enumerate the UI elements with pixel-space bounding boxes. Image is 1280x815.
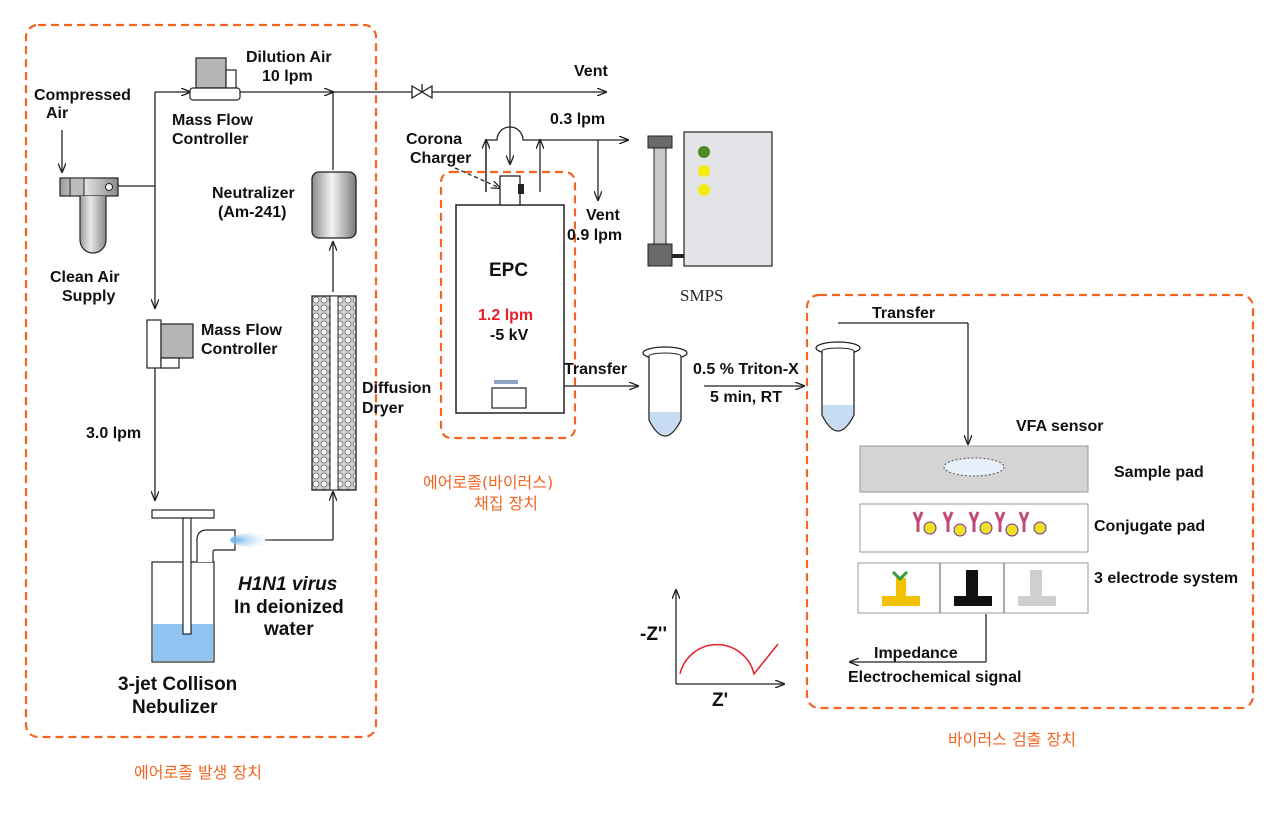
- sample-tube-2-icon: [815, 341, 861, 432]
- group-title-detection: 바이러스 검출 장치: [948, 730, 1076, 749]
- virus-label: H1N1 virus In deionized water: [234, 574, 349, 640]
- epc-device: [455, 175, 565, 414]
- nyquist-plot: [676, 590, 784, 684]
- vent-mid-label: Vent: [586, 207, 620, 224]
- epc-flow-label: 1.2 lpm: [478, 307, 533, 324]
- compressed-air-label: Compressed Air: [34, 87, 135, 122]
- neutralizer-icon: [311, 171, 357, 239]
- transfer-2-label: Transfer: [872, 305, 935, 322]
- smps-label: SMPS: [680, 286, 723, 305]
- nebulizer-icon: [151, 509, 274, 663]
- status-led-green: [698, 146, 710, 158]
- clean-air-label: Clean Air Supply: [50, 269, 124, 305]
- sample-tube-1-icon: [642, 346, 688, 437]
- epc-voltage-label: -5 kV: [490, 327, 529, 344]
- group-title-generation: 에어로졸 발생 장치: [134, 763, 262, 782]
- axis-x-label: Z': [712, 690, 728, 711]
- neutralizer-label: Neutralizer (Am-241): [212, 185, 299, 221]
- impedance-label: Impedance: [874, 645, 958, 662]
- diffusion-dryer-label: Diffusion Dryer: [362, 380, 436, 417]
- diffusion-dryer-icon: [311, 295, 357, 491]
- axis-y-label: -Z'': [640, 624, 667, 645]
- flow-09-label: 0.9 lpm: [567, 227, 622, 244]
- smps-device: [647, 131, 773, 267]
- sample-pad-label: Sample pad: [1114, 464, 1204, 481]
- mass-flow-controller-bottom-icon: [146, 319, 194, 369]
- mass-flow-controller-top-icon: [189, 57, 241, 101]
- status-led-yellow-1: [698, 165, 710, 177]
- group-box-sampling: [439, 170, 577, 440]
- electrode-system-label: 3 electrode system: [1094, 570, 1238, 587]
- group-box-generation: [24, 23, 378, 739]
- mfc-bottom-label: Mass Flow Controller: [201, 322, 286, 358]
- vent-top-label: Vent: [574, 63, 608, 80]
- valve-icon: [411, 84, 433, 100]
- status-led-yellow-2: [698, 184, 710, 196]
- group-title-sampling: 에어로졸(바이러스) 채집 장치: [423, 473, 558, 513]
- flow-03-label: 0.3 lpm: [550, 111, 605, 128]
- clean-air-supply-icon: [59, 177, 119, 254]
- sample-pad-icon: [859, 445, 1089, 493]
- conjugate-pad-label: Conjugate pad: [1094, 518, 1205, 535]
- triton-label: 0.5 % Triton-X: [693, 361, 799, 378]
- transfer-1-label: Transfer: [564, 361, 627, 378]
- group-box-detection: [805, 293, 1255, 710]
- epc-label: EPC: [489, 260, 528, 281]
- mfc-top-label: Mass Flow Controller: [172, 112, 257, 148]
- corona-charger-label: Corona Charger: [406, 131, 471, 167]
- flow-3-label: 3.0 lpm: [86, 425, 141, 442]
- conjugate-pad-icon: [859, 503, 1089, 553]
- electrochemical-signal-label: Electrochemical signal: [848, 669, 1021, 686]
- vfa-sensor-label: VFA sensor: [1016, 418, 1103, 435]
- incubation-label: 5 min, RT: [710, 389, 782, 406]
- dilution-air-label: Dilution Air 10 lpm: [246, 49, 336, 85]
- nebulizer-label: 3-jet Collison Nebulizer: [118, 674, 243, 718]
- electrode-system-icon: [857, 562, 1089, 614]
